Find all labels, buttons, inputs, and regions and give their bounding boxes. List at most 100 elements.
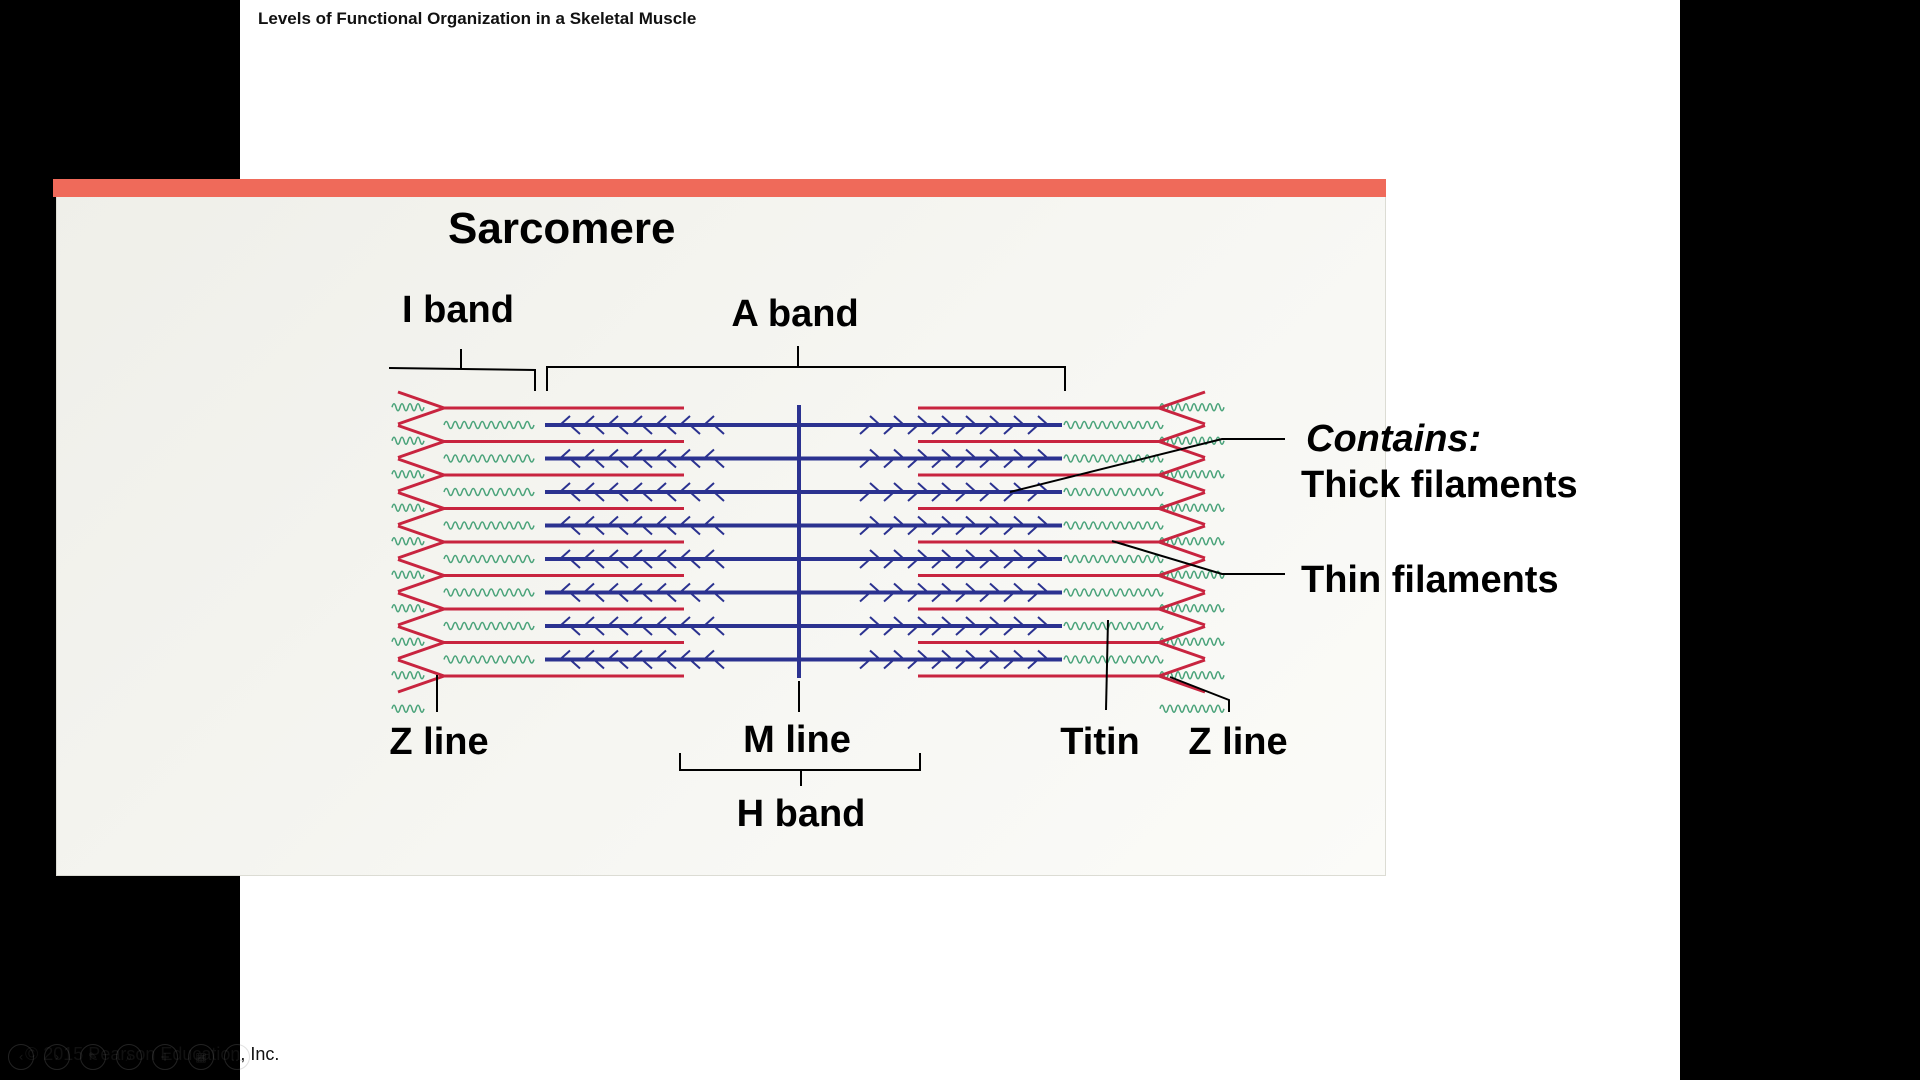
titin-spring — [1063, 454, 1164, 463]
myosin-head — [917, 515, 929, 527]
titin-spring — [1063, 655, 1164, 664]
z-line-segment — [1154, 625, 1206, 660]
myosin-head — [955, 424, 967, 435]
myosin-head — [641, 558, 653, 569]
next-icon[interactable]: › — [44, 1044, 70, 1070]
myosin-head — [1027, 457, 1039, 469]
slide-title: Levels of Functional Organization in a S… — [258, 9, 697, 28]
myosin-head — [917, 448, 929, 460]
myosin-head — [1003, 625, 1015, 636]
pen-icon[interactable]: ✎ — [80, 1044, 106, 1070]
myosin-head — [607, 649, 619, 661]
myosin-head — [665, 658, 677, 670]
myosin-head — [641, 625, 653, 636]
myosin-head — [679, 649, 691, 661]
magnifier-icon[interactable]: ⌕ — [116, 1044, 142, 1070]
myosin-head — [859, 424, 871, 435]
myosin-head — [979, 491, 991, 502]
myosin-head — [641, 524, 653, 536]
thin-filaments-leader — [1111, 540, 1285, 575]
myosin-head — [941, 649, 953, 661]
myosin-head — [617, 658, 629, 670]
titin-spring — [391, 503, 425, 512]
zoom-icon[interactable]: + — [152, 1044, 178, 1070]
myosin-head — [941, 616, 953, 627]
myosin-head — [703, 448, 715, 460]
titin-spring — [1063, 487, 1164, 497]
myosin-head — [859, 658, 871, 670]
titin-spring — [443, 454, 535, 463]
myosin-head — [713, 591, 725, 603]
myosin-head — [1037, 582, 1049, 594]
myosin-head — [989, 448, 1001, 460]
myosin-head — [679, 482, 691, 493]
myosin-head — [1037, 649, 1049, 661]
myosin-head — [593, 424, 605, 435]
myosin-head — [1003, 524, 1015, 536]
myosin-head — [965, 515, 977, 527]
myosin-head — [1027, 625, 1039, 636]
titin-spring — [391, 637, 425, 646]
more-icon[interactable]: … — [224, 1044, 250, 1070]
titin-spring — [391, 537, 425, 546]
myosin-head — [713, 457, 725, 469]
grid-icon[interactable]: ▦ — [188, 1044, 214, 1070]
myosin-head — [665, 457, 677, 469]
titin-spring — [443, 588, 535, 597]
myosin-head — [931, 524, 943, 536]
titin-spring — [391, 570, 425, 579]
myosin-head — [631, 549, 643, 560]
myosin-head — [641, 491, 653, 502]
prev-icon[interactable]: ‹ — [8, 1044, 34, 1070]
myosin-head — [931, 491, 943, 502]
titin-spring — [391, 470, 425, 479]
myosin-head — [569, 591, 581, 603]
titin-spring — [391, 436, 425, 445]
myosin-head — [893, 448, 905, 460]
myosin-head — [907, 558, 919, 569]
myosin-head — [883, 457, 895, 469]
myosin-head — [869, 415, 881, 426]
myosin-head — [989, 616, 1001, 627]
myosin-head — [907, 625, 919, 636]
myosin-head — [979, 591, 991, 603]
myosin-head — [679, 549, 691, 560]
myosin-head — [883, 658, 895, 670]
myosin-head — [631, 482, 643, 493]
myosin-head — [931, 457, 943, 469]
myosin-head — [689, 625, 701, 636]
myosin-head — [965, 582, 977, 594]
myosin-head — [655, 448, 667, 460]
myosin-head — [941, 582, 953, 594]
myosin-head — [689, 524, 701, 536]
myosin-head — [569, 524, 581, 536]
myosin-head — [569, 424, 581, 435]
z-line-left-label: Z line — [389, 721, 488, 763]
myosin-head — [617, 457, 629, 469]
myosin-head — [931, 591, 943, 603]
myosin-head — [979, 424, 991, 435]
myosin-head — [569, 457, 581, 469]
myosin-head — [631, 582, 643, 594]
myosin-head — [583, 582, 595, 594]
myosin-head — [631, 649, 643, 661]
myosin-head — [1013, 616, 1025, 627]
myosin-head — [869, 482, 881, 493]
myosin-head — [907, 424, 919, 435]
myosin-head — [1037, 549, 1049, 560]
myosin-head — [1003, 658, 1015, 670]
myosin-head — [689, 658, 701, 670]
myosin-head — [713, 558, 725, 569]
myosin-head — [883, 591, 895, 603]
myosin-head — [655, 549, 667, 560]
myosin-head — [617, 625, 629, 636]
myosin-head — [607, 515, 619, 527]
myosin-head — [917, 616, 929, 627]
myosin-head — [893, 616, 905, 627]
myosin-head — [931, 424, 943, 435]
a-band-label: A band — [731, 293, 858, 335]
myosin-head — [869, 616, 881, 627]
myosin-head — [713, 491, 725, 502]
myosin-head — [1013, 415, 1025, 426]
myosin-head — [893, 649, 905, 661]
